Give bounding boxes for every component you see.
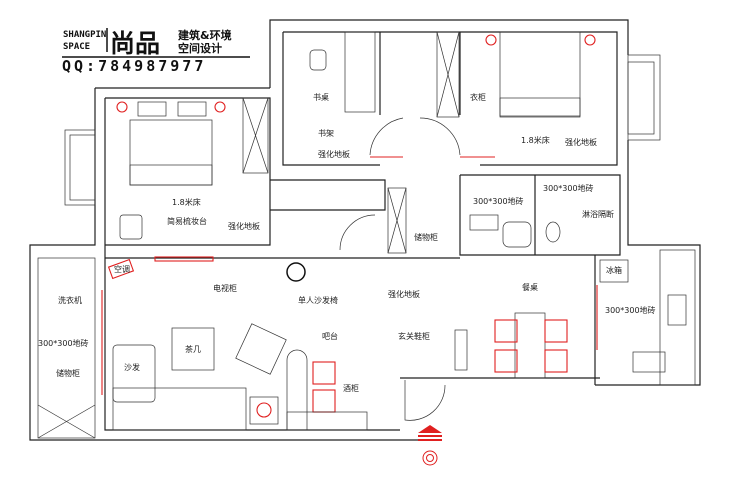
label-washing-machine: 洗衣机 bbox=[58, 295, 82, 305]
label-bath-tile-1: 300*300地砖 bbox=[473, 196, 524, 206]
second-bed bbox=[129, 119, 213, 186]
label-wine-cabinet: 酒柜 bbox=[343, 383, 359, 393]
armchair bbox=[235, 323, 287, 375]
lamp-icon bbox=[116, 101, 128, 113]
label-dressing-table: 简易梳妆台 bbox=[167, 216, 207, 226]
label-study-floor: 强化地板 bbox=[318, 149, 350, 159]
label-dining-table: 餐桌 bbox=[522, 282, 538, 292]
lamp-icon bbox=[485, 34, 497, 46]
coffee-table bbox=[171, 327, 215, 371]
dining-table bbox=[514, 312, 546, 379]
label-coffee-table: 茶几 bbox=[185, 344, 201, 354]
label-armchair: 单人沙发椅 bbox=[298, 295, 338, 305]
storage-cabinet bbox=[387, 187, 407, 254]
label-kitchen-tile: 300*300地砖 bbox=[605, 305, 656, 315]
logo-en-line1: SHANGPIN bbox=[63, 30, 106, 40]
room-labels: 书桌 书架 强化地板 衣柜 1.8米床 强化地板 1.8米床 简易梳妆台 强化地… bbox=[38, 92, 656, 393]
plant-icon bbox=[286, 262, 306, 282]
logo-en-line2: SPACE bbox=[63, 42, 90, 52]
shoe-cabinet bbox=[454, 329, 468, 371]
label-master-floor: 强化地板 bbox=[565, 137, 597, 147]
label-entry-shoe-cabinet: 玄关鞋柜 bbox=[398, 331, 430, 341]
logo-tagline-1: 建筑&环境 bbox=[178, 28, 232, 42]
label-second-floor: 强化地板 bbox=[228, 221, 260, 231]
label-second-bed: 1.8米床 bbox=[172, 197, 201, 207]
label-bath-tile-2: 300*300地砖 bbox=[543, 183, 594, 193]
label-desk: 书桌 bbox=[313, 92, 329, 102]
label-bookshelf: 书架 bbox=[318, 128, 334, 138]
lamp-icon bbox=[584, 34, 596, 46]
entrance-arrow-icon bbox=[418, 425, 442, 466]
label-wardrobe: 衣柜 bbox=[470, 92, 486, 102]
label-tv-cabinet: 电视柜 bbox=[213, 283, 237, 293]
logo-cn: 尚品 bbox=[110, 29, 160, 58]
furniture bbox=[101, 31, 687, 431]
logo-tagline-2: 空间设计 bbox=[178, 41, 222, 55]
lamp-icon bbox=[214, 101, 226, 113]
label-fridge: 冰箱 bbox=[606, 265, 622, 275]
label-sofa: 沙发 bbox=[124, 362, 140, 372]
bar-counter bbox=[286, 349, 308, 430]
company-logo: SHANGPIN SPACE 尚品 建筑&环境 空间设计 QQ:78498797… bbox=[62, 28, 250, 75]
sofa bbox=[112, 344, 156, 403]
desk bbox=[344, 31, 376, 113]
label-storage-cabinet: 储物柜 bbox=[414, 232, 438, 242]
wardrobe bbox=[242, 97, 269, 174]
logo-qq: QQ:784987977 bbox=[62, 57, 206, 75]
walls bbox=[29, 19, 701, 441]
label-living-floor: 强化地板 bbox=[388, 289, 420, 299]
chair bbox=[309, 49, 327, 71]
master-bed bbox=[499, 31, 581, 118]
label-balcony-storage: 储物柜 bbox=[56, 368, 80, 378]
label-air-conditioner: 空调 bbox=[114, 264, 130, 274]
tv-cabinet bbox=[154, 256, 214, 262]
label-shower-partition: 淋浴隔断 bbox=[582, 209, 614, 219]
label-bar-counter: 吧台 bbox=[322, 331, 338, 341]
label-master-bed: 1.8米床 bbox=[521, 135, 550, 145]
label-balcony-tile: 300*300地砖 bbox=[38, 338, 89, 348]
